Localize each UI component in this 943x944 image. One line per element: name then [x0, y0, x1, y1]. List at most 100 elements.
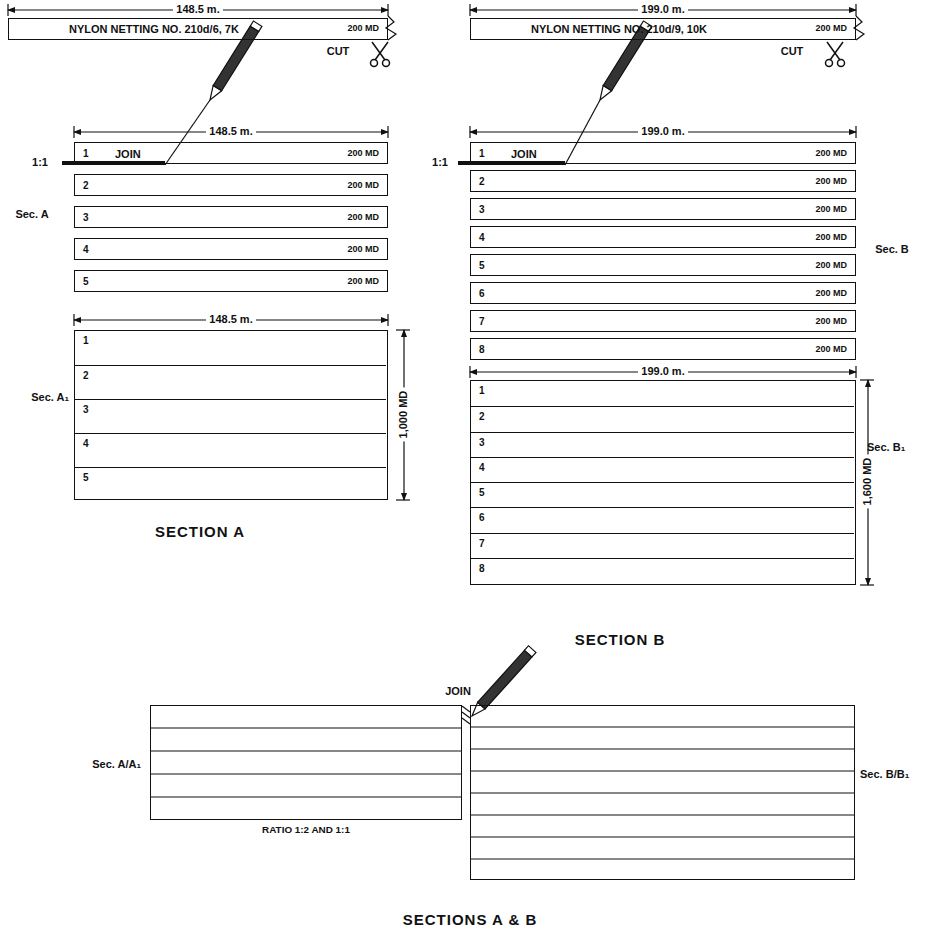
node-text: 2	[83, 370, 89, 381]
dimension-label: 1,000 MD	[397, 388, 410, 442]
net-section: Sec. A₁12345	[74, 330, 388, 500]
net-row: 8	[471, 558, 854, 583]
dimension-label: 199.0 m.	[638, 3, 687, 16]
node-text: Sec. B₁	[867, 441, 905, 453]
net-row: 6	[471, 507, 854, 532]
net-row: 4	[75, 433, 386, 467]
node-text: 200 MD	[347, 277, 379, 287]
net-row: 5	[471, 482, 854, 507]
node-text: 4	[83, 438, 89, 449]
node-text: 200 MD	[815, 177, 847, 187]
net-strip: 1 JOIN 200 MD	[74, 142, 388, 164]
net-strip: 3 200 MD	[74, 206, 388, 228]
net-section: Sec. B₁12345678	[470, 380, 856, 585]
node-text: 3	[479, 437, 485, 448]
node-text: 4	[479, 462, 485, 473]
node-text: 5	[479, 260, 485, 271]
node-text: 200 MD	[347, 181, 379, 191]
node-text: 4	[83, 244, 89, 255]
net-strip: 5 200 MD	[74, 270, 388, 292]
node-text: Sec. A/A₁	[92, 758, 141, 770]
node-text: 200 MD	[347, 213, 379, 223]
net-strip: 5 200 MD	[470, 254, 856, 276]
node-text: JOIN	[511, 148, 537, 160]
net-strip: 2 200 MD	[74, 174, 388, 196]
net-strip: 2200 MD	[470, 170, 856, 192]
node-text: 200 MD	[347, 245, 379, 255]
dimension-label: Sec. B	[872, 243, 912, 256]
node-text: 1	[83, 148, 89, 159]
net-strip: 4 200 MD	[74, 238, 388, 260]
dimension-label: 1,600 MD	[861, 455, 874, 509]
dimension-label: CUT	[324, 45, 353, 58]
node-text: 3	[83, 212, 89, 223]
node-text: 200 MD	[815, 24, 847, 34]
node-text: 3	[479, 204, 485, 215]
node-text: NYLON NETTING NO. 210d/9, 10K	[531, 23, 707, 35]
dimension-label: 199.0 m.	[638, 125, 687, 138]
node-text: 3	[83, 404, 89, 415]
net-strip: 6200 MD	[470, 282, 856, 304]
net-section: Sec. A/A₁RATIO 1:2 AND 1:1	[150, 705, 462, 820]
node-text: 1	[479, 385, 485, 396]
net-strip: 7 200 MD	[470, 310, 856, 332]
section-title: SECTION B	[572, 631, 669, 649]
node-text: 5	[479, 487, 485, 498]
net-strip: 1 JOIN 200 MD	[470, 142, 856, 164]
dimension-label: CUT	[778, 45, 807, 58]
netting-roll: NYLON NETTING NO. 210d/9, 10K 200 MD	[470, 18, 856, 40]
net-row: 3	[75, 399, 386, 433]
node-text: 8	[479, 563, 485, 574]
net-row: 1	[75, 331, 386, 365]
node-text: 6	[479, 512, 485, 523]
dimension-label: 1:1	[29, 156, 51, 169]
net-strip: 3 200 MD	[470, 198, 856, 220]
net-row: 7	[471, 533, 854, 558]
dimension-label: Sec. A	[12, 208, 51, 221]
section-title: SECTIONS A & B	[400, 911, 541, 929]
node-text: JOIN	[115, 148, 141, 160]
node-text: 200 MD	[815, 149, 847, 159]
node-text: 200 MD	[815, 261, 847, 271]
node-text: 200 MD	[815, 205, 847, 215]
node-text: 8	[479, 344, 485, 355]
net-strip: 8 200 MD	[470, 338, 856, 360]
node-text: Sec. A₁	[31, 391, 69, 403]
net-row: 5	[75, 467, 386, 501]
scissors-symbol	[371, 42, 390, 67]
net-section: Sec. B/B₁	[470, 705, 855, 880]
node-text: 200 MD	[815, 317, 847, 327]
node-text: RATIO 1:2 AND 1:1	[151, 825, 461, 836]
dimension-label: 148.5 m.	[173, 3, 222, 16]
node-text: 200 MD	[815, 345, 847, 355]
dimension-label: 1:1	[429, 156, 451, 169]
node-text: 2	[479, 411, 485, 422]
node-text: 200 MD	[347, 149, 379, 159]
dimension-label: 148.5 m.	[206, 313, 255, 326]
node-text: 200 MD	[815, 289, 847, 299]
net-row: 2	[471, 406, 854, 431]
node-text: 5	[83, 472, 89, 483]
net-row: 1	[471, 381, 854, 406]
net-row: 2	[75, 365, 386, 399]
node-text: Sec. B/B₁	[860, 768, 909, 780]
node-text: 200 MD	[815, 233, 847, 243]
node-text: 200 MD	[347, 24, 379, 34]
node-text: 4	[479, 232, 485, 243]
node-text: 5	[83, 276, 89, 287]
node-text: 1	[83, 335, 89, 346]
section-title: SECTION A	[152, 523, 248, 541]
node-text: 7	[479, 538, 485, 549]
node-text: 1	[479, 148, 485, 159]
scissors-symbol	[826, 42, 845, 67]
node-text: NYLON NETTING NO. 210d/6, 7K	[69, 23, 239, 35]
net-row: 4	[471, 457, 854, 482]
node-text: 7	[479, 316, 485, 327]
net-row: 3	[471, 432, 854, 457]
net-strip: 4 200 MD	[470, 226, 856, 248]
dimension-label: JOIN	[442, 685, 474, 698]
node-text: 2	[83, 180, 89, 191]
dimension-label: 148.5 m.	[206, 125, 255, 138]
netting-roll: NYLON NETTING NO. 210d/6, 7K 200 MD	[8, 18, 388, 40]
dimension-label: 199.0 m.	[638, 365, 687, 378]
